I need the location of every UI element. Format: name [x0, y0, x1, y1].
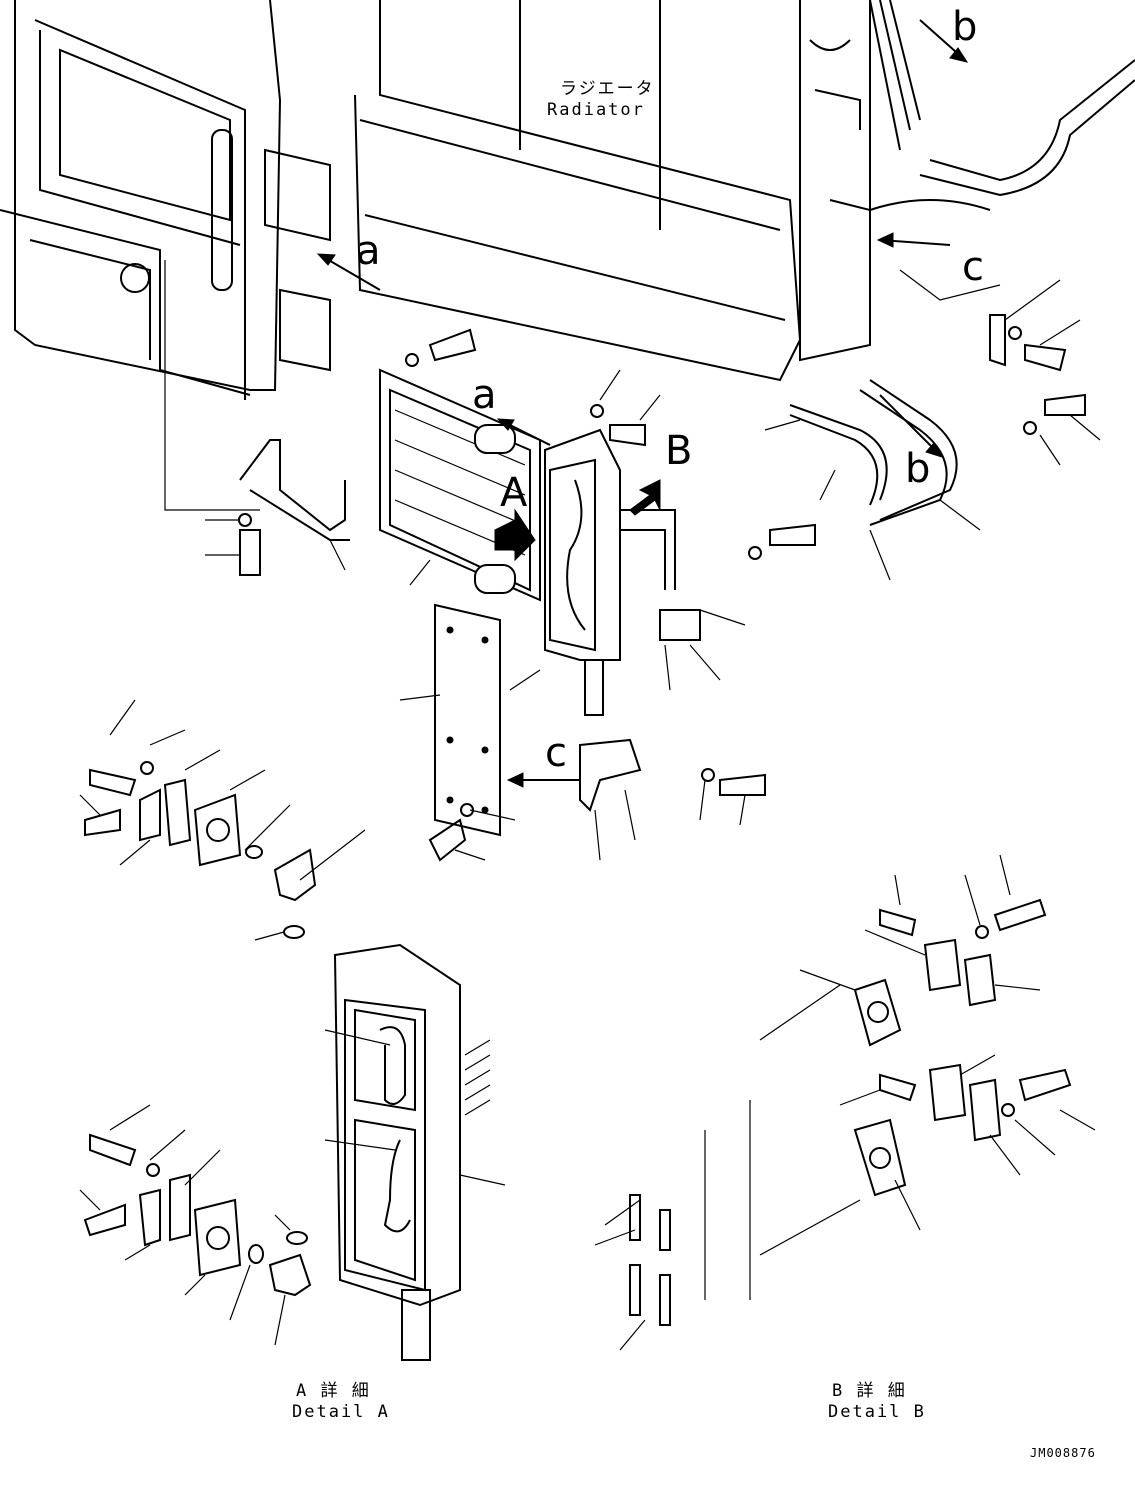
detail-a-title-jp: A 詳 細 [296, 1381, 371, 1401]
detail-b-parts [629, 898, 1072, 1326]
view-label-B: B [665, 428, 693, 474]
leader-lines [79, 279, 1101, 1351]
bolts-main [238, 314, 1086, 862]
arrow-label-b-top: b [952, 4, 978, 50]
detail-b-title-en: Detail B [828, 1402, 926, 1422]
harness-b [869, 0, 1135, 301]
drawing-id: JM008876 [1030, 1446, 1096, 1460]
detail-a-title-en: Detail A [292, 1402, 390, 1422]
flange-parts-upper-left [84, 761, 317, 902]
arrow-label-b-mid: b [905, 446, 931, 492]
view-arrows [316, 19, 969, 788]
arrow-label-a-mid: a [472, 372, 497, 418]
manifold-box [544, 428, 701, 716]
radiator-label-en: Radiator [547, 100, 645, 120]
arrow-label-a-top: a [356, 228, 381, 274]
arrow-label-c-top: c [962, 244, 984, 290]
hoses-b [789, 379, 958, 526]
flange-parts-lower-left [83, 1133, 312, 1297]
bracket [239, 439, 350, 541]
radiator [354, 0, 871, 382]
detail-a-box [283, 925, 461, 1361]
radiator-label-jp: ラジエータ [560, 79, 655, 99]
oil-cooler-core [379, 368, 541, 602]
detail-b-title-jp: B 詳 細 [832, 1381, 907, 1401]
arrow-label-c-mid: c [545, 730, 567, 776]
cover-plate [434, 603, 501, 837]
view-label-A: A [500, 470, 528, 516]
left-frame-assembly [0, 0, 331, 511]
